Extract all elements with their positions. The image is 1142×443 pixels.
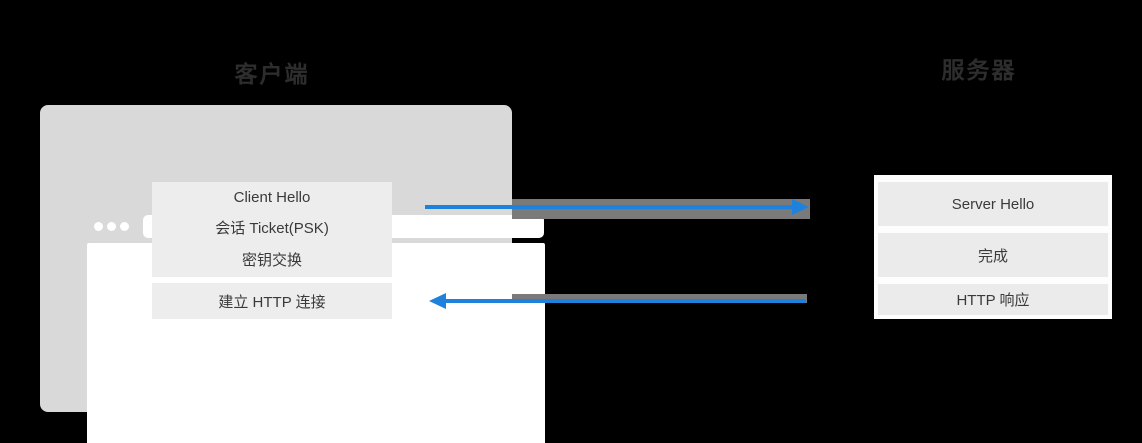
response-arrowhead-icon [429,293,446,309]
request-arrow [425,205,795,209]
http-connect-label: 建立 HTTP 连接 [218,293,326,311]
handshake-line-client-hello: Client Hello [233,189,311,207]
server-row-finished: 完成 [878,233,1108,277]
window-control-dot-icon [107,222,116,231]
server-panel: Server Hello 完成 HTTP 响应 [874,175,1112,319]
window-control-dot-icon [94,222,103,231]
handshake-line-key-exchange: 密钥交换 [241,251,302,269]
response-arrow-band [512,294,807,303]
client-handshake-box: Client Hello 会话 Ticket(PSK) 密钥交换 [152,182,392,277]
handshake-line-session-ticket: 会话 Ticket(PSK) [215,219,329,237]
request-arrowhead-icon [792,199,809,215]
server-row-http-response: HTTP 响应 [878,284,1108,315]
request-arrow-band [512,199,810,219]
window-control-dot-icon [120,222,129,231]
client-section-label: 客户端 [234,61,310,87]
client-http-connect-box: 建立 HTTP 连接 [152,283,392,319]
server-row-server-hello: Server Hello [878,182,1108,226]
server-section-label: 服务器 [941,57,1017,83]
response-arrow [444,299,806,303]
